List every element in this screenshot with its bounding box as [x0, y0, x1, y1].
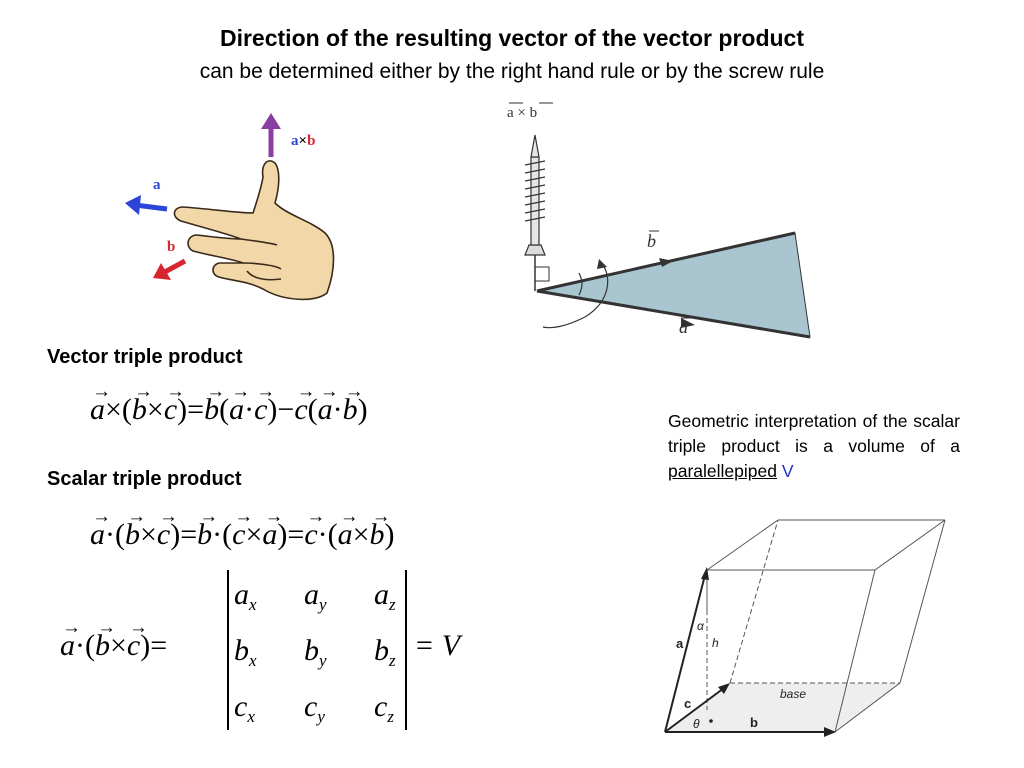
matrix-cell: bz [374, 634, 396, 670]
hand-icon [173, 160, 335, 301]
svg-text:α: α [697, 619, 705, 633]
determinant-left-bar [227, 570, 229, 730]
svg-text:h: h [712, 636, 719, 650]
slide-subtitle: can be determined either by the right ha… [199, 60, 825, 83]
screw-b-label: b [647, 231, 656, 251]
b-arrowhead [153, 263, 171, 280]
a-arrowhead [125, 195, 141, 215]
vector-plane [536, 232, 811, 338]
svg-text:a: a [676, 636, 684, 651]
determinant-lhs: a·(b×c)= [60, 617, 167, 663]
svg-text:c: c [684, 696, 691, 711]
a-label: a [153, 177, 161, 193]
matrix-cell: az [374, 578, 396, 614]
svg-text:a×b: a×b [291, 133, 315, 149]
matrix-cell: ax [234, 578, 257, 614]
screw-axb-label: a × b [507, 105, 537, 121]
matrix-cell: cz [374, 690, 394, 726]
matrix-cell: ay [304, 578, 327, 614]
screw-rule-illustration: a × b b a [507, 102, 811, 339]
axb-label-times: × [299, 133, 308, 149]
axb-label-b: b [307, 133, 315, 149]
b-arrow [161, 258, 187, 276]
a-vector-line [536, 289, 811, 339]
vector-triple-formula: a×(b×c)=b(a·c)−c(a·b) [90, 381, 368, 427]
matrix-cell: bx [234, 634, 257, 670]
a-arrow [134, 202, 168, 212]
paralellepiped-link[interactable]: paralellepiped [668, 461, 777, 481]
svg-text:b: b [750, 715, 758, 730]
b-label: b [167, 239, 175, 255]
geometric-interpretation: Geometric interpretation of the scalar t… [668, 411, 960, 481]
volume-symbol: V [781, 461, 794, 481]
rotation-arc [542, 264, 609, 329]
parallelepiped-diagram: a α h c θ b base [664, 519, 946, 737]
vector-c-edge [664, 687, 725, 733]
vector-a-edge [664, 574, 706, 733]
matrix-cell: cy [304, 690, 325, 726]
svg-text:base: base [780, 687, 806, 701]
matrix-cell: cx [234, 690, 255, 726]
scalar-triple-heading: Scalar triple product [47, 468, 242, 490]
slide-title: Direction of the resulting vector of the… [219, 25, 804, 51]
right-hand-rule-illustration: a×b a b [125, 113, 335, 301]
screw-a-label: a [679, 317, 688, 337]
determinant-right-bar [405, 570, 407, 730]
screw-icon [524, 134, 546, 256]
axb-arrowhead [261, 113, 281, 129]
matrix-cell: by [304, 634, 327, 670]
determinant-matrix: ax ay az bx by bz cx cy cz [234, 572, 444, 730]
vector-triple-heading: Vector triple product [47, 346, 243, 368]
axb-label-a: a [291, 133, 299, 149]
svg-text:θ: θ [693, 717, 700, 731]
scalar-triple-formula: a·(b×c)=b·(c×a)=c·(a×b) [90, 506, 395, 552]
determinant-rhs: = V [414, 629, 461, 662]
